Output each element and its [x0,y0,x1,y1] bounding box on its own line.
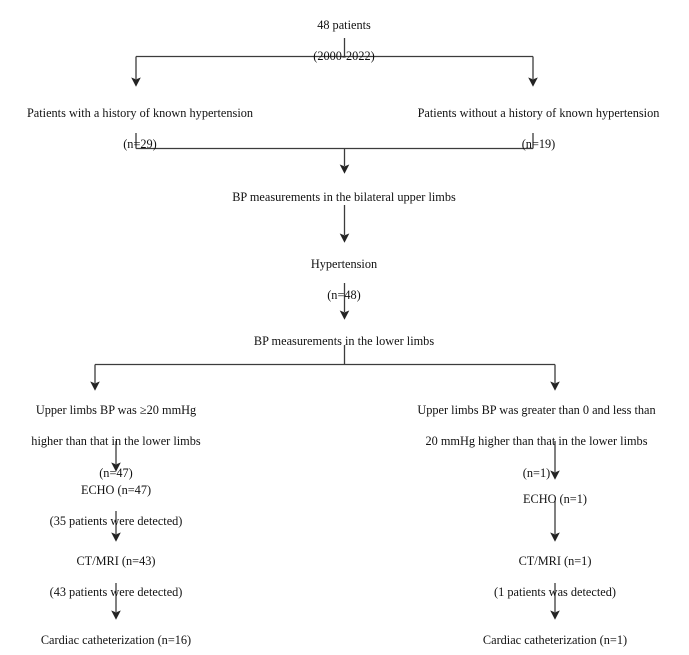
node-echo-left: ECHO (n=47) (35 patients were detected) [8,467,224,546]
node-total-patients-count: (2000-2022) [313,49,375,64]
node-branch-lt20mmhg-line1: Upper limbs BP was greater than 0 and le… [417,402,656,417]
node-total-patients-line1: 48 patients [317,17,371,32]
node-history-hypertension-yes-count: (n=29) [123,137,157,152]
node-branch-gte20mmhg-line2: higher than that in the lower limbs [31,434,201,449]
node-branch-lt20mmhg-count: (n=1) [522,465,551,480]
node-history-hypertension-yes: Patients with a history of known hyperte… [0,90,280,169]
node-bp-upper-limbs-label: BP measurements in the bilateral upper l… [232,189,456,204]
node-hypertension-label: Hypertension [310,256,378,271]
node-branch-lt20mmhg: Upper limbs BP was greater than 0 and le… [384,387,689,497]
node-history-hypertension-no-count: (n=19) [521,137,556,152]
node-ctmri-left: CT/MRI (n=43) (43 patients were detected… [8,538,224,617]
node-branch-gte20mmhg: Upper limbs BP was ≥20 mmHg higher than … [0,387,232,497]
node-history-hypertension-yes-label: Patients with a history of known hyperte… [26,105,254,120]
node-ctmri-left-label: CT/MRI (n=43) [76,553,156,568]
node-total-patients: 48 patients (2000-2022) [244,2,444,81]
node-catheterization-right-label: Cardiac catheterization (n=1) [482,632,628,647]
node-echo-left-detected: (35 patients were detected) [49,514,183,529]
node-hypertension: Hypertension (n=48) [274,241,414,320]
node-history-hypertension-no: Patients without a history of known hype… [388,90,689,169]
node-catheterization-left-label: Cardiac catheterization (n=16) [40,632,192,647]
node-ctmri-right: CT/MRI (n=1) (1 patients was detected) [447,538,663,617]
node-branch-gte20mmhg-count: (n=47) [99,465,133,480]
node-bp-lower-limbs-label: BP measurements in the lower limbs [253,333,435,348]
node-echo-left-label: ECHO (n=47) [80,482,152,497]
node-bp-upper-limbs: BP measurements in the bilateral upper l… [174,174,514,221]
node-echo-right: ECHO (n=1) [447,476,663,523]
node-hypertension-count: (n=48) [327,288,361,303]
node-history-hypertension-no-label: Patients without a history of known hype… [417,105,660,120]
node-catheterization-left: Cardiac catheterization (n=16) (16 patie… [0,617,232,655]
node-ctmri-right-label: CT/MRI (n=1) [518,553,592,568]
node-bp-lower-limbs: BP measurements in the lower limbs [194,318,494,365]
node-branch-gte20mmhg-line1: Upper limbs BP was ≥20 mmHg [35,402,197,417]
node-ctmri-left-detected: (43 patients were detected) [49,585,183,600]
node-echo-right-label: ECHO (n=1) [523,491,587,506]
node-ctmri-right-detected: (1 patients was detected) [494,585,616,600]
node-catheterization-right: Cardiac catheterization (n=1) (1 patient… [439,617,671,655]
node-branch-lt20mmhg-line2: 20 mmHg higher than that in the lower li… [425,434,648,449]
